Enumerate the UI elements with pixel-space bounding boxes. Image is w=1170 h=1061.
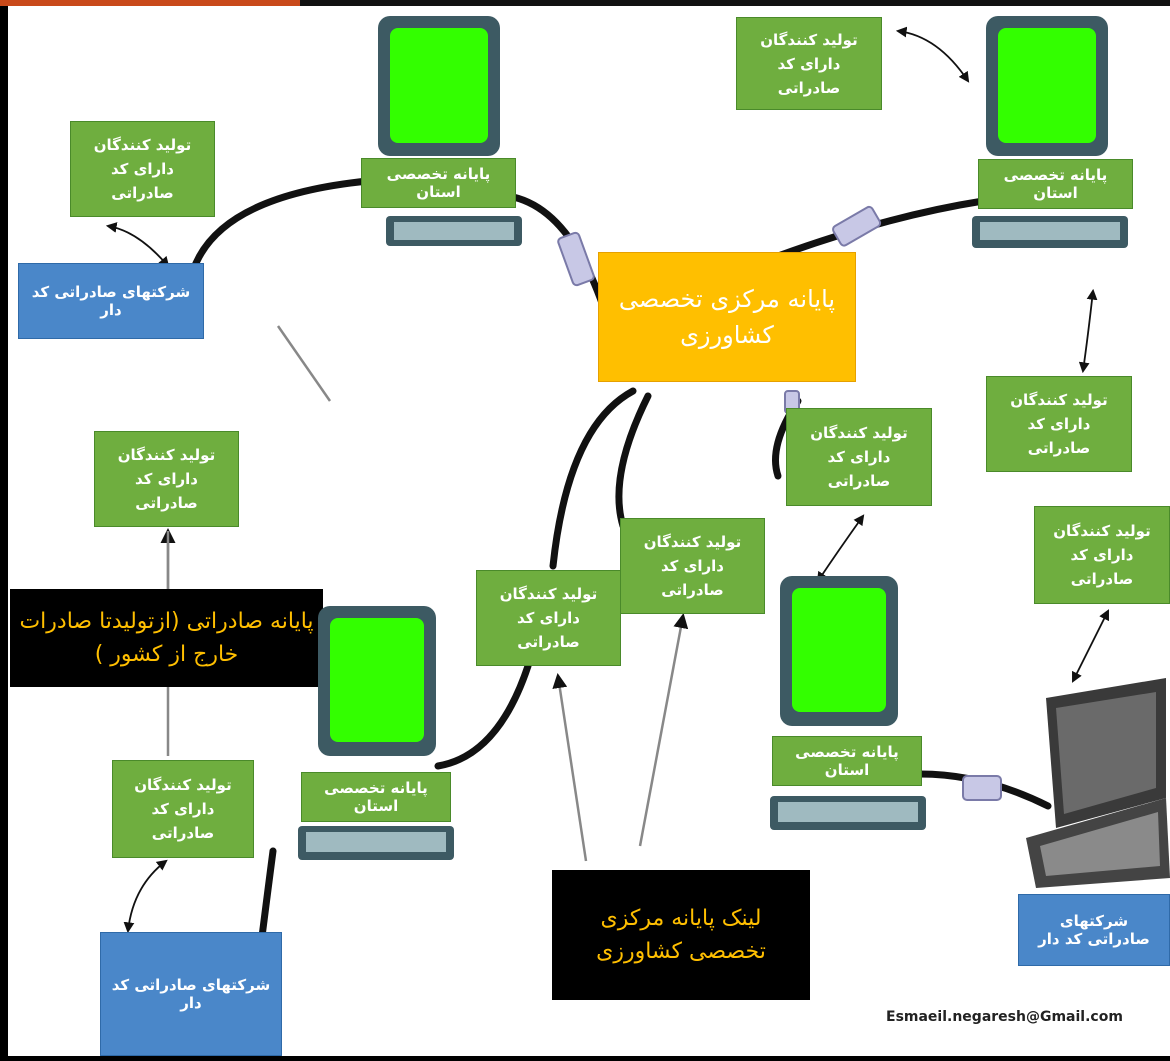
cable-wire <box>774 197 987 260</box>
top-bar <box>0 0 1170 6</box>
double-arrow-icon <box>1078 288 1098 374</box>
export-terminal-box: پایانه صادراتی (ازتولیدتا صادرات خارج از… <box>10 589 323 687</box>
provincial-terminal-label: پایانه تخصصی استان <box>301 772 451 822</box>
cable-wire <box>504 192 607 310</box>
double-arrow-icon <box>105 222 170 268</box>
producers-box: تولید کنندگان دارای کد صادراتی <box>94 431 239 527</box>
desktop-computer-icon <box>972 16 1128 248</box>
desktop-computer-icon <box>298 606 454 860</box>
producers-box: تولید کنندگان دارای کد صادراتی <box>986 376 1132 472</box>
double-arrow-icon <box>1072 609 1109 683</box>
cable-wire <box>549 387 637 570</box>
desktop-computer-icon <box>770 576 926 830</box>
central-link-box: لینک پایانه مرکزی تخصصی کشاورزی <box>552 870 810 1000</box>
producers-box: تولید کنندگان دارای کد صادراتی <box>1034 506 1170 604</box>
cable-wire <box>615 392 652 530</box>
producers-box: تولید کنندگان دارای کد صادراتی <box>112 760 254 858</box>
provincial-terminal-label: پایانه تخصصی استان <box>361 158 516 208</box>
cable-wire <box>189 177 372 275</box>
connection-wires <box>105 26 1109 1055</box>
producers-box: تولید کنندگان دارای کد صادراتی <box>620 518 765 614</box>
usb-connector-icon <box>832 205 882 247</box>
top-bar-accent <box>0 0 300 6</box>
cable-wire <box>434 662 532 770</box>
usb-connector-icon <box>962 775 1002 801</box>
double-arrow-icon <box>123 859 168 934</box>
central-terminal-box: پایانه مرکزی تخصصی کشاورزی <box>598 252 856 382</box>
export-companies-box: شرکتهای صادراتی کد دار <box>18 263 204 339</box>
producers-box: تولید کنندگان دارای کد صادراتی <box>70 121 215 217</box>
laptop-icon <box>1026 678 1170 888</box>
producers-box: تولید کنندگان دارای کد صادراتی <box>786 408 932 506</box>
provincial-terminal-label: پایانه تخصصی استان <box>772 736 922 786</box>
author-email: Esmaeil.negaresh@Gmail.com <box>886 1009 1123 1025</box>
arrow-line <box>276 325 332 402</box>
arrow-line <box>552 673 588 862</box>
producers-box: تولید کنندگان دارای کد صادراتی <box>476 570 621 666</box>
arrow-line <box>638 613 689 847</box>
export-companies-box: شرکتهای صادراتی کد دار <box>100 932 282 1056</box>
provincial-terminal-label: پایانه تخصصی استان <box>978 159 1133 209</box>
usb-connector-icon <box>557 231 595 287</box>
network-diagram: پایانه مرکزی تخصصی کشاورزی پایانه صادرات… <box>8 6 1170 1056</box>
double-arrow-icon <box>816 514 865 583</box>
export-companies-box: شرکتهای صادراتی کد دار <box>1018 894 1170 966</box>
double-arrow-icon <box>895 26 970 83</box>
desktop-computer-icon <box>378 16 522 246</box>
producers-box: تولید کنندگان دارای کد صادراتی <box>736 17 882 110</box>
